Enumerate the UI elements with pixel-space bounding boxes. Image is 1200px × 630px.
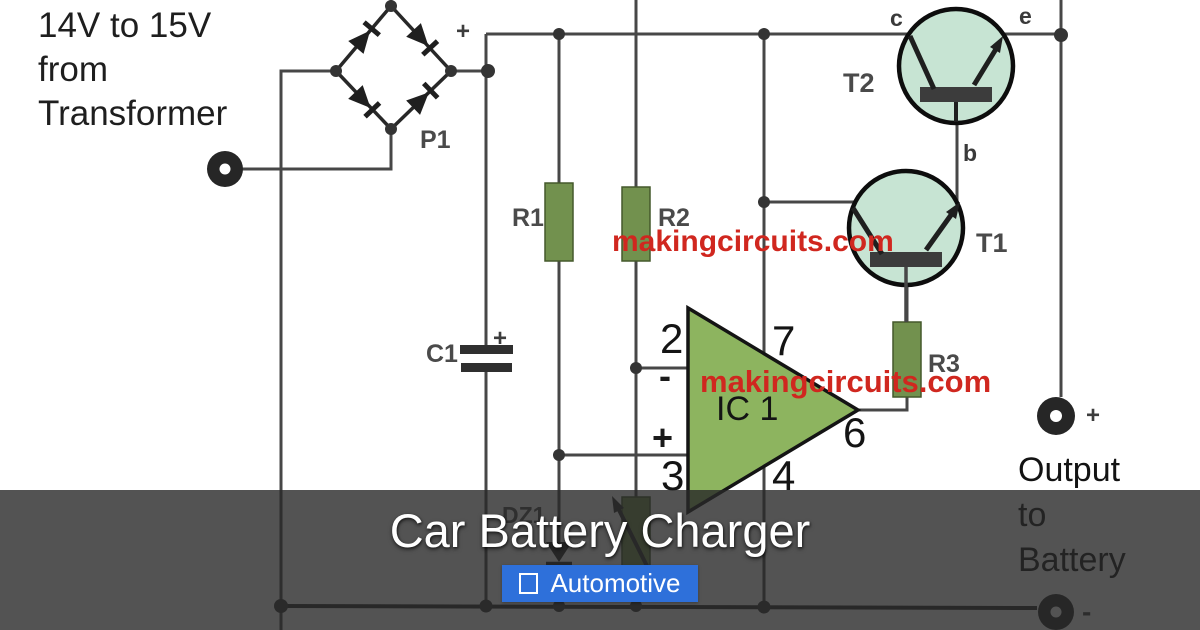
title-overlay-bar [0,490,1200,630]
resistor-r3-label: R3 [928,350,960,378]
input-source-label-line2: from [38,50,108,89]
resistor-r1-label: R1 [512,204,544,232]
diode-4 [406,81,440,115]
opamp-pin3: 3 [661,452,685,499]
output-label-line1: Output [1018,451,1121,489]
opamp-plus-sign: + [652,417,674,458]
diode-1 [348,20,381,54]
opamp-pin7: 7 [772,317,796,364]
page-title: Car Battery Charger [389,504,811,557]
transistor-t1 [846,168,966,322]
input-source-label-line3: Transformer [38,94,228,133]
opamp-pin4: 4 [772,452,796,499]
output-plus-sign: + [1086,402,1101,429]
t2-emitter-arrow [990,36,1003,53]
opamp-label: IC 1 [716,390,779,428]
transistor-t2-label: T2 [843,68,875,98]
wire-right-rail [1003,0,1063,397]
diode-3 [348,85,382,119]
opamp-triangle [686,304,862,516]
category-badge-label: Automotive [550,568,681,598]
wire-left-rail [279,69,336,630]
title-block: Car Battery Charger Automotive [0,490,1200,630]
badge-missing-glyph-icon [519,573,539,594]
capacitor-c1-label: C1 [426,340,458,368]
t1-emitter-arrow [946,202,960,219]
t2-collector-label: c [890,5,903,31]
wire-r2-column [634,0,688,606]
capacitor-plus-sign: + [493,325,508,352]
t2-base-label: b [963,140,978,166]
opamp-pin6: 6 [843,409,867,456]
opamp-pin2: 2 [660,315,684,362]
bridge-label: P1 [420,126,451,154]
transistor-t1-label: T1 [976,228,1008,258]
opamp-minus-sign: - [659,355,671,396]
capacitor-c1 [460,345,513,372]
diode-2 [406,23,440,57]
watermark-text-1: makingcircuits.com [612,225,894,258]
resistor-r3 [892,321,922,398]
bridge-rectifier [333,3,454,132]
bridge-plus-sign: + [456,18,471,45]
transistor-t2 [896,6,1016,126]
wire-pin7-column [762,34,855,356]
wire-ac-input [242,129,393,171]
resistor-r2 [621,186,651,262]
wires [242,0,1063,630]
resistor-r2-label: R2 [658,204,690,232]
category-badge[interactable]: Automotive [502,565,698,602]
watermark-text-2: makingcircuits.com [700,364,992,399]
input-source-label-line1: 14V to 15V [38,6,212,45]
wire-r1-column [557,34,688,606]
t2-emitter-label: e [1019,3,1032,29]
resistor-r1 [544,182,574,262]
